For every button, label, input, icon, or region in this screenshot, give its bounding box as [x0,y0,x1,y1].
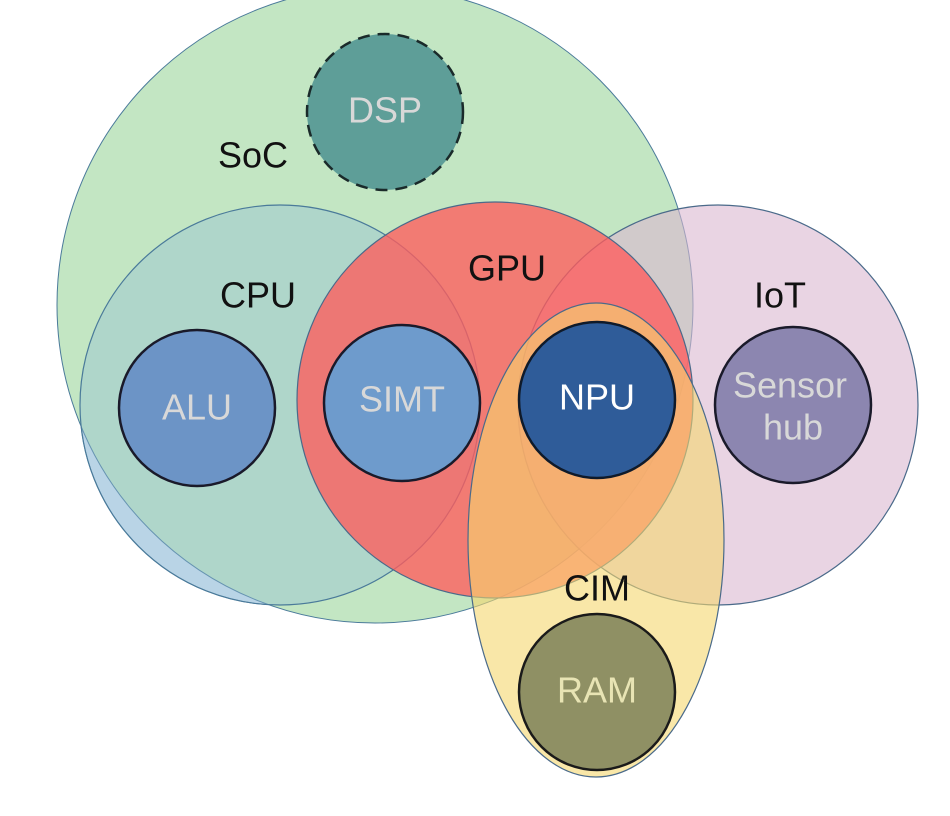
simt-label: SIMT [359,379,445,420]
cpu-label: CPU [220,275,296,316]
dsp-node [305,32,465,192]
dsp-label: DSP [348,90,422,131]
sensor-hub-node [713,325,873,485]
ram-node [517,612,677,772]
npu-node [517,320,677,480]
soc-label: SoC [218,135,288,176]
alu-node [117,328,277,488]
npu-label: NPU [559,377,635,418]
simt-node [322,323,482,483]
sensor-hub-label-line1: Sensor [733,365,847,406]
iot-label: IoT [754,275,806,316]
alu-label: ALU [162,387,232,428]
sensor-hub-label-line2: hub [763,407,823,448]
ram-label: RAM [557,670,637,711]
cim-label: CIM [564,568,630,609]
gpu-label: GPU [468,248,546,289]
